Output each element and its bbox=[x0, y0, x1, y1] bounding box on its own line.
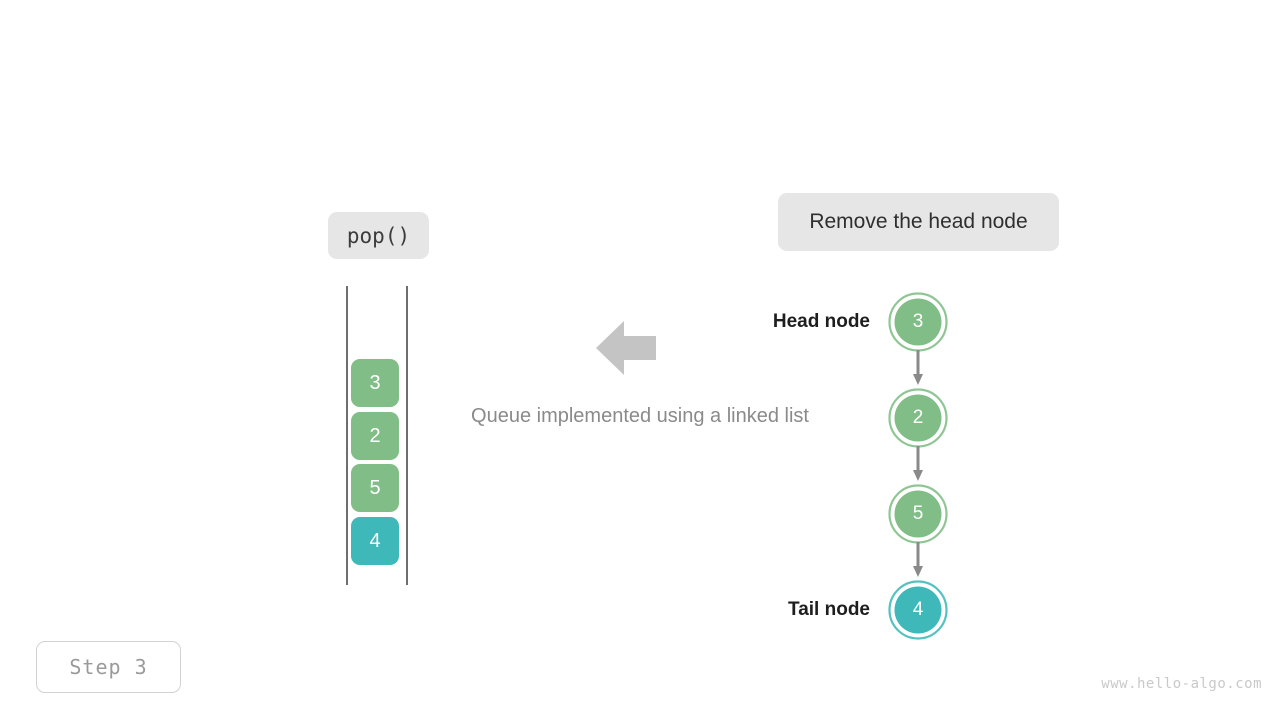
action-label-text: Remove the head node bbox=[809, 210, 1028, 233]
operation-label: pop() bbox=[328, 212, 429, 259]
linked-list-node: 5 bbox=[888, 484, 948, 544]
node-label-tail: Tail node bbox=[710, 580, 870, 640]
operation-label-text: pop() bbox=[346, 223, 411, 248]
node-label-head: Head node bbox=[710, 292, 870, 352]
watermark-text: www.hello-algo.com bbox=[1101, 676, 1262, 692]
node-value: 4 bbox=[912, 599, 924, 620]
diagram-caption-text: Queue implemented using a linked list bbox=[471, 405, 809, 427]
queue-frame: 3 2 5 4 bbox=[346, 286, 408, 585]
watermark: www.hello-algo.com bbox=[1101, 676, 1262, 692]
queue-box-value: 5 bbox=[369, 476, 381, 499]
link-arrow-down-icon bbox=[913, 446, 923, 482]
queue-frame-rail-left bbox=[346, 286, 348, 585]
step-badge-text: Step 3 bbox=[69, 655, 148, 679]
queue-frame-rail-right bbox=[406, 286, 408, 585]
node-value: 5 bbox=[912, 503, 924, 524]
queue-box: 3 bbox=[351, 359, 399, 407]
linked-list-node: 4 bbox=[888, 580, 948, 640]
node-value: 3 bbox=[912, 311, 924, 332]
queue-box: 5 bbox=[351, 464, 399, 512]
queue-box-value: 4 bbox=[369, 529, 381, 552]
link-arrow-down-icon bbox=[913, 542, 923, 578]
linked-list-node: 3 bbox=[888, 292, 948, 352]
queue-box-value: 2 bbox=[369, 424, 381, 447]
queue-box-value: 3 bbox=[369, 371, 381, 394]
queue-box: 4 bbox=[351, 517, 399, 565]
linked-list-diagram: Head node 3 2 5 bbox=[752, 288, 952, 644]
linked-list-node: 2 bbox=[888, 388, 948, 448]
node-label-head-text: Head node bbox=[772, 311, 870, 332]
link-arrow-down-icon bbox=[913, 350, 923, 386]
arrow-left-icon bbox=[596, 320, 656, 376]
node-label-tail-text: Tail node bbox=[788, 599, 870, 620]
queue-box: 2 bbox=[351, 412, 399, 460]
action-label: Remove the head node bbox=[778, 193, 1059, 251]
diagram-caption: Queue implemented using a linked list bbox=[437, 405, 843, 428]
step-badge: Step 3 bbox=[36, 641, 181, 693]
node-value: 2 bbox=[912, 407, 924, 428]
